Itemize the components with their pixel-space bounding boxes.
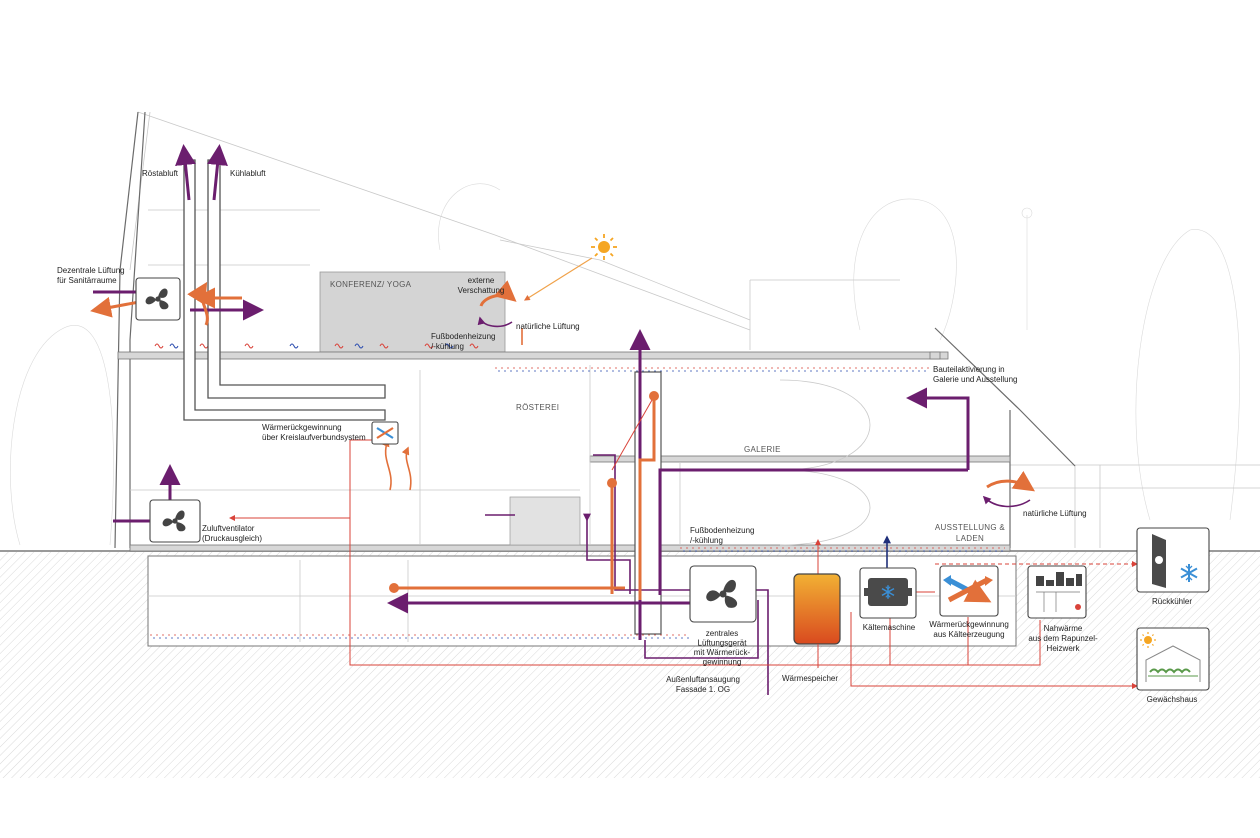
label-kaeltemaschine: Kältemaschine xyxy=(863,623,916,632)
label-zuluftventilator: Zuluftventilator(Druckausgleich) xyxy=(202,524,262,543)
heat-exchanger-icon xyxy=(376,427,394,439)
label-natuerliche-lueftung-top: natürliche Lüftung xyxy=(516,322,580,331)
label-fussbodenheizung-top: Fußbodenheizung/-kühlung xyxy=(431,332,496,351)
room-label-ausstellung: AUSSTELLUNG &LADEN xyxy=(935,523,1006,543)
thermal-storage-tank xyxy=(793,573,841,668)
heat-exchanger-icon xyxy=(943,575,993,603)
label-kuehlabluft: Kühlabluft xyxy=(230,169,266,178)
chiller-unit xyxy=(859,567,917,619)
sun-icon xyxy=(591,234,617,260)
district-heating-unit xyxy=(1027,565,1087,619)
greenhouse-unit xyxy=(1136,627,1210,691)
heat-recovery-cooling-unit xyxy=(939,565,999,617)
sun-icon xyxy=(1140,632,1156,648)
room-label-galerie: GALERIE xyxy=(744,445,781,454)
supply-fan-unit xyxy=(149,499,201,543)
room-label-roesterei: RÖSTEREI xyxy=(516,403,559,412)
label-fussbodenheizung-bottom: Fußbodenheizung/-kühlung xyxy=(690,526,755,545)
heat-recovery-krv-unit xyxy=(371,421,399,445)
decentral-ventilation-unit xyxy=(135,277,181,321)
central-ventilation-unit xyxy=(689,565,757,623)
label-roestabluft: Röstabluft xyxy=(142,169,179,178)
background-context xyxy=(10,183,1260,548)
label-gewaechshaus: Gewächshaus xyxy=(1147,695,1198,704)
floor-heating-marks xyxy=(150,343,1005,639)
heating-distribution-lines xyxy=(229,399,1138,689)
building-structure xyxy=(114,111,1076,642)
label-natuerliche-lueftung-right: natürliche Lüftung xyxy=(1023,509,1087,518)
label-rueckkuehler: Rückkühler xyxy=(1152,597,1192,606)
recooler-unit xyxy=(1136,527,1210,593)
label-waermespeicher: Wärmespeicher xyxy=(782,674,838,683)
room-label-konferenz: KONFERENZ/ YOGA xyxy=(330,280,412,289)
storage-tank-icon xyxy=(793,573,841,645)
